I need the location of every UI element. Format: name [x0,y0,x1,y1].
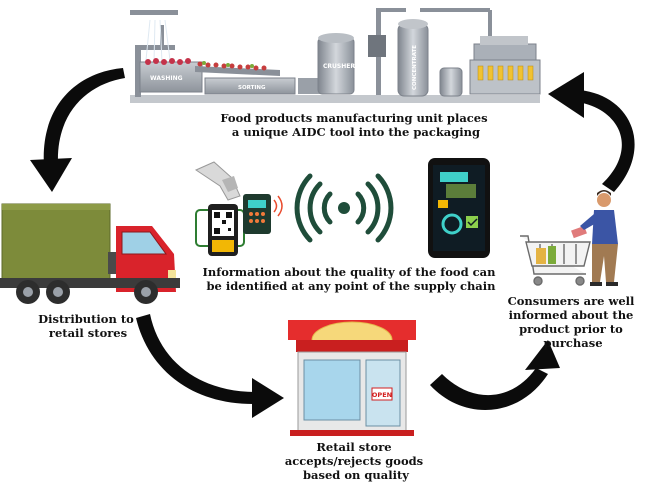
concentrate-tank: CONCENTRATE [397,19,429,97]
pipework [368,8,492,95]
retail-store-illustration: OPEN [288,320,416,436]
barcode-scanner-illustration [194,161,245,256]
crusher-machine: CRUSHER [298,33,355,95]
arrow-consumers-to-factory [548,72,635,192]
truck-wheels [16,280,158,304]
distribution-caption: Distribution to retail stores [38,312,138,340]
factory-caption: Food products manufacturing unit places … [220,111,491,139]
washing-machine: WASHING [130,10,203,97]
store-caption: Retail store accepts/rejects goods based… [285,440,427,482]
consumers-caption: Consumers are well informed about the pr… [508,294,639,350]
smartphone-app-illustration [428,158,490,258]
open-sign: OPEN [372,391,392,399]
concentrate-label: CONCENTRATE [412,45,418,90]
arrow-distribution-to-store [136,314,284,418]
manufacturing-line-illustration: WASHING SORTING CRUSHER [130,8,541,103]
conveyor [195,61,280,76]
washing-label: WASHING [150,75,183,82]
arrow-store-to-consumers [430,340,560,411]
sorting-machine: SORTING [204,77,296,95]
consumer-person [580,190,618,286]
consumer-with-cart-illustration [520,190,618,286]
arrow-factory-to-distribution [30,68,125,192]
cycle-arrows [30,68,635,418]
rfid-signal-icon [294,173,394,243]
bottling-machine [469,36,541,95]
delivery-truck-illustration [0,203,180,304]
sorting-label: SORTING [238,85,266,91]
info-caption: Information about the quality of the foo… [203,265,500,293]
crusher-label: CRUSHER [323,63,355,70]
nfc-card-illustration [243,194,283,234]
